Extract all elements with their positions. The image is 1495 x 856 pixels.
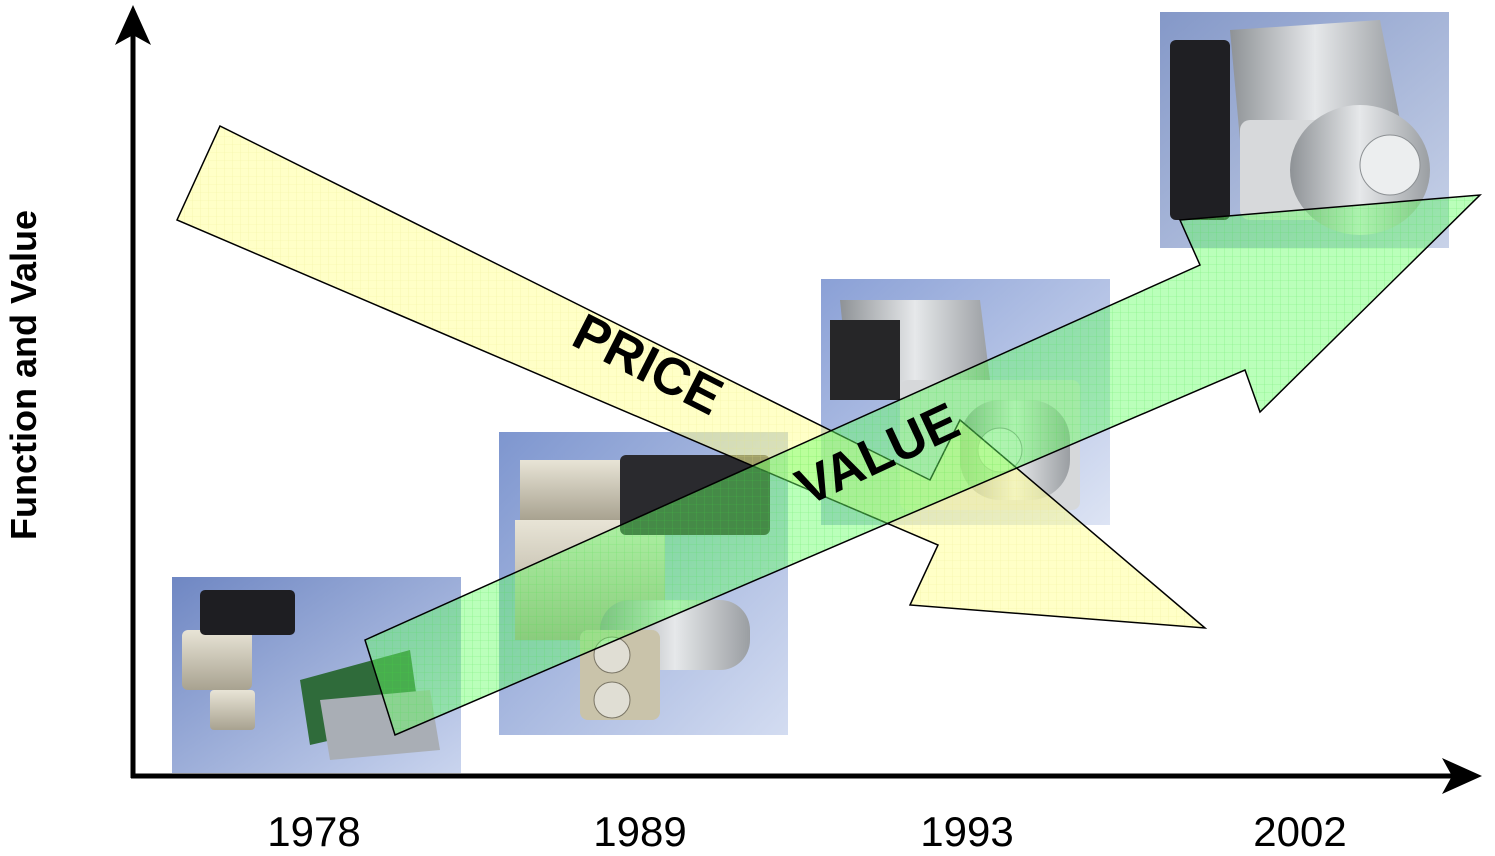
x-tick-label: 2002 xyxy=(1253,808,1347,855)
x-tick-label: 1989 xyxy=(593,808,687,855)
value-arrow xyxy=(364,194,1482,737)
x-axis xyxy=(131,758,1482,794)
y-axis-arrowhead-icon xyxy=(115,5,151,45)
y-axis xyxy=(115,5,151,778)
x-tick-label: 1993 xyxy=(920,808,1014,855)
y-axis-label: Function and Value xyxy=(3,210,44,540)
x-axis-arrowhead-icon xyxy=(1442,758,1482,794)
x-tick-label: 1978 xyxy=(267,808,361,855)
